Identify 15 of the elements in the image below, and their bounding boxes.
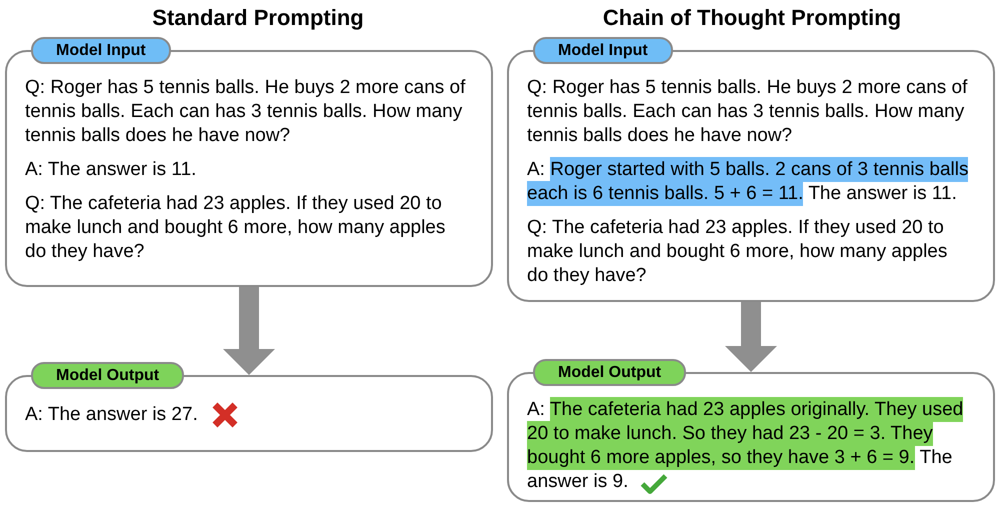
header-tag: Model Input — [31, 37, 171, 64]
arrow — [725, 302, 777, 372]
column-title: Standard Prompting — [152, 4, 364, 32]
answer-text: A: The answer is 27. — [25, 403, 198, 427]
header-tag: Model Output — [533, 359, 686, 386]
answer-text: A: Roger started with 5 balls. 2 cans of 3 tennis balls each is 6 tennis balls. 5 + 6 = 11. The answer is 11. — [527, 158, 970, 206]
question-text: Q: Roger has 5 tennis balls. He buys 2 more cans of tennis balls. Each can has 3 tennis balls. How many tennis balls does he have now? — [527, 76, 968, 148]
question-text: Q: The cafeteria had 23 apples. If they used 20 to make lunch and bought 6 more, how many apples do they have? — [25, 192, 446, 264]
arrow — [223, 287, 275, 375]
column-title: Chain of Thought Prompting — [602, 4, 902, 32]
question-text: Q: Roger has 5 tennis balls. He buys 2 more cans of tennis balls. Each can has 3 tennis balls. How many tennis balls does he have now? — [25, 76, 466, 148]
header-tag: Model Output — [31, 362, 184, 389]
answer-text: A: The answer is 11. — [25, 158, 196, 182]
question-text: Q: The cafeteria had 23 apples. If they used 20 to make lunch and bought 6 more, how many apples do they have? — [527, 216, 948, 288]
header-tag: Model Input — [533, 37, 673, 64]
